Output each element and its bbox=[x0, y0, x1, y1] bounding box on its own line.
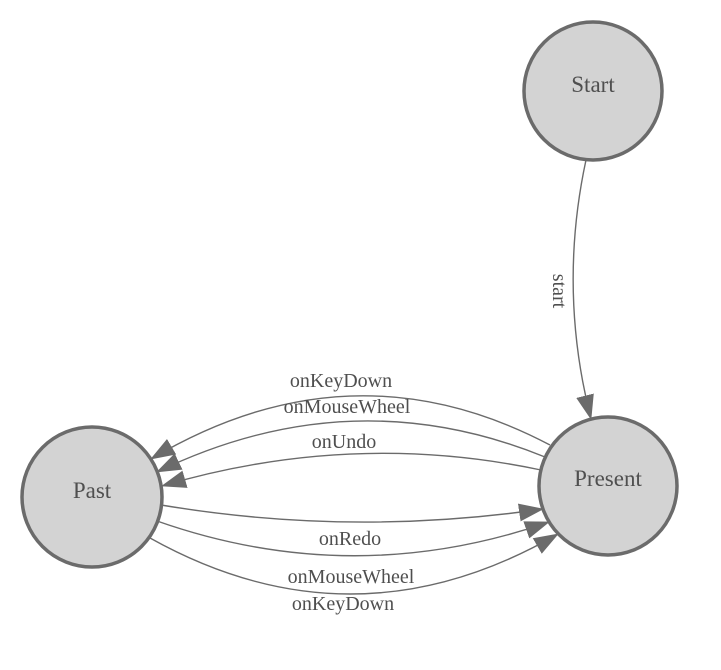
state-label-past: Past bbox=[73, 478, 112, 503]
edges: start onKeyDown onMouseWheel onUndo onRe… bbox=[149, 159, 594, 615]
edge-start-to-present bbox=[572, 159, 594, 420]
edge-past-to-present-onredo bbox=[160, 503, 544, 523]
state-circle-start bbox=[522, 20, 664, 162]
node-start: Start bbox=[522, 20, 664, 162]
edge-present-to-past-onundo bbox=[161, 452, 542, 488]
state-label-start: Start bbox=[571, 72, 615, 97]
edge-past-to-present-onkeydown bbox=[149, 533, 559, 595]
node-present: Present bbox=[537, 415, 679, 557]
edge-label-onundo: onUndo bbox=[312, 431, 376, 453]
edge-label-onmousewheel-top: onMouseWheel bbox=[284, 396, 411, 418]
state-circle-present bbox=[537, 415, 679, 557]
edge-label-onkeydown-top: onKeyDown bbox=[290, 370, 392, 392]
edge-present-to-past-onkeydown bbox=[150, 395, 551, 460]
edge-past-to-present-onmousewheel bbox=[156, 520, 550, 557]
edge-label-onredo: onRedo bbox=[319, 528, 381, 550]
node-past: Past bbox=[20, 425, 164, 569]
edge-label-start: start bbox=[548, 274, 570, 309]
edge-present-to-past-onmousewheel bbox=[156, 420, 546, 473]
edge-label-onkeydown-bottom: onKeyDown bbox=[292, 593, 394, 615]
edge-label-onmousewheel-bottom: onMouseWheel bbox=[288, 566, 415, 588]
state-circle-past bbox=[20, 425, 164, 569]
state-label-present: Present bbox=[574, 466, 642, 491]
